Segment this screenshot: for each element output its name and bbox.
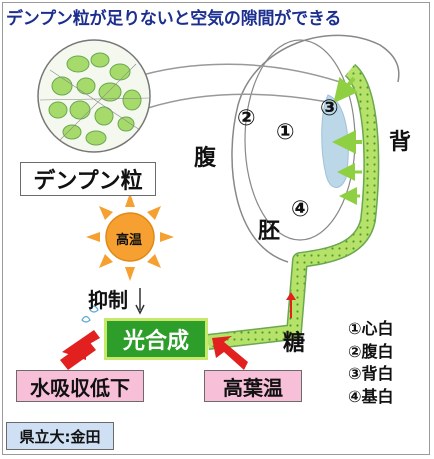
legend-item: ③背白	[348, 364, 394, 383]
figure-title: デンプン粒が足りないと空気の隙間ができる	[6, 9, 342, 29]
connector-line	[147, 93, 329, 109]
region-2-label: ②	[237, 106, 256, 131]
photosynthesis-box: 光合成	[104, 318, 208, 360]
high-temp-label: 高温	[116, 233, 143, 248]
dorsal-label: 背	[389, 130, 412, 155]
inhibition-arrow-head	[135, 304, 145, 315]
water-uptake-decline-box: 水吸収低下	[16, 370, 144, 402]
legend-item: ④基白	[348, 386, 394, 406]
sugar-pathway	[207, 63, 380, 350]
credit-box: 県立大:金田	[6, 422, 114, 450]
starch-granules-image	[37, 39, 151, 153]
high-leaf-temp-box: 高葉温	[204, 370, 302, 402]
sugar-pathway-fill	[207, 65, 378, 349]
sugar-up-arrow-head	[286, 292, 296, 300]
red-arrow-left-shaft	[60, 340, 96, 370]
grain-outline	[231, 34, 400, 263]
region-1-label: ①	[276, 120, 295, 145]
sun-icon	[86, 193, 174, 281]
region-3-label: ③	[320, 96, 339, 121]
red-arrow-right	[212, 336, 248, 370]
starch-grain-label: デンプン粒	[20, 162, 156, 196]
ventral-label: 腹	[194, 146, 217, 171]
legend-item: ①心白	[348, 319, 394, 338]
inhibition-label: 抑制	[88, 288, 128, 312]
legend: ①心白 ②腹白 ③背白 ④基白	[348, 318, 394, 408]
embryo-label: 胚	[258, 219, 281, 244]
sugar-label: 糖	[283, 331, 306, 356]
region-4-label: ④	[291, 197, 310, 222]
water-drops-icon	[81, 305, 99, 323]
legend-item: ②腹白	[348, 341, 394, 361]
connector-line	[131, 63, 341, 83]
green-arrow	[333, 76, 358, 104]
figure-frame	[2, 2, 430, 455]
